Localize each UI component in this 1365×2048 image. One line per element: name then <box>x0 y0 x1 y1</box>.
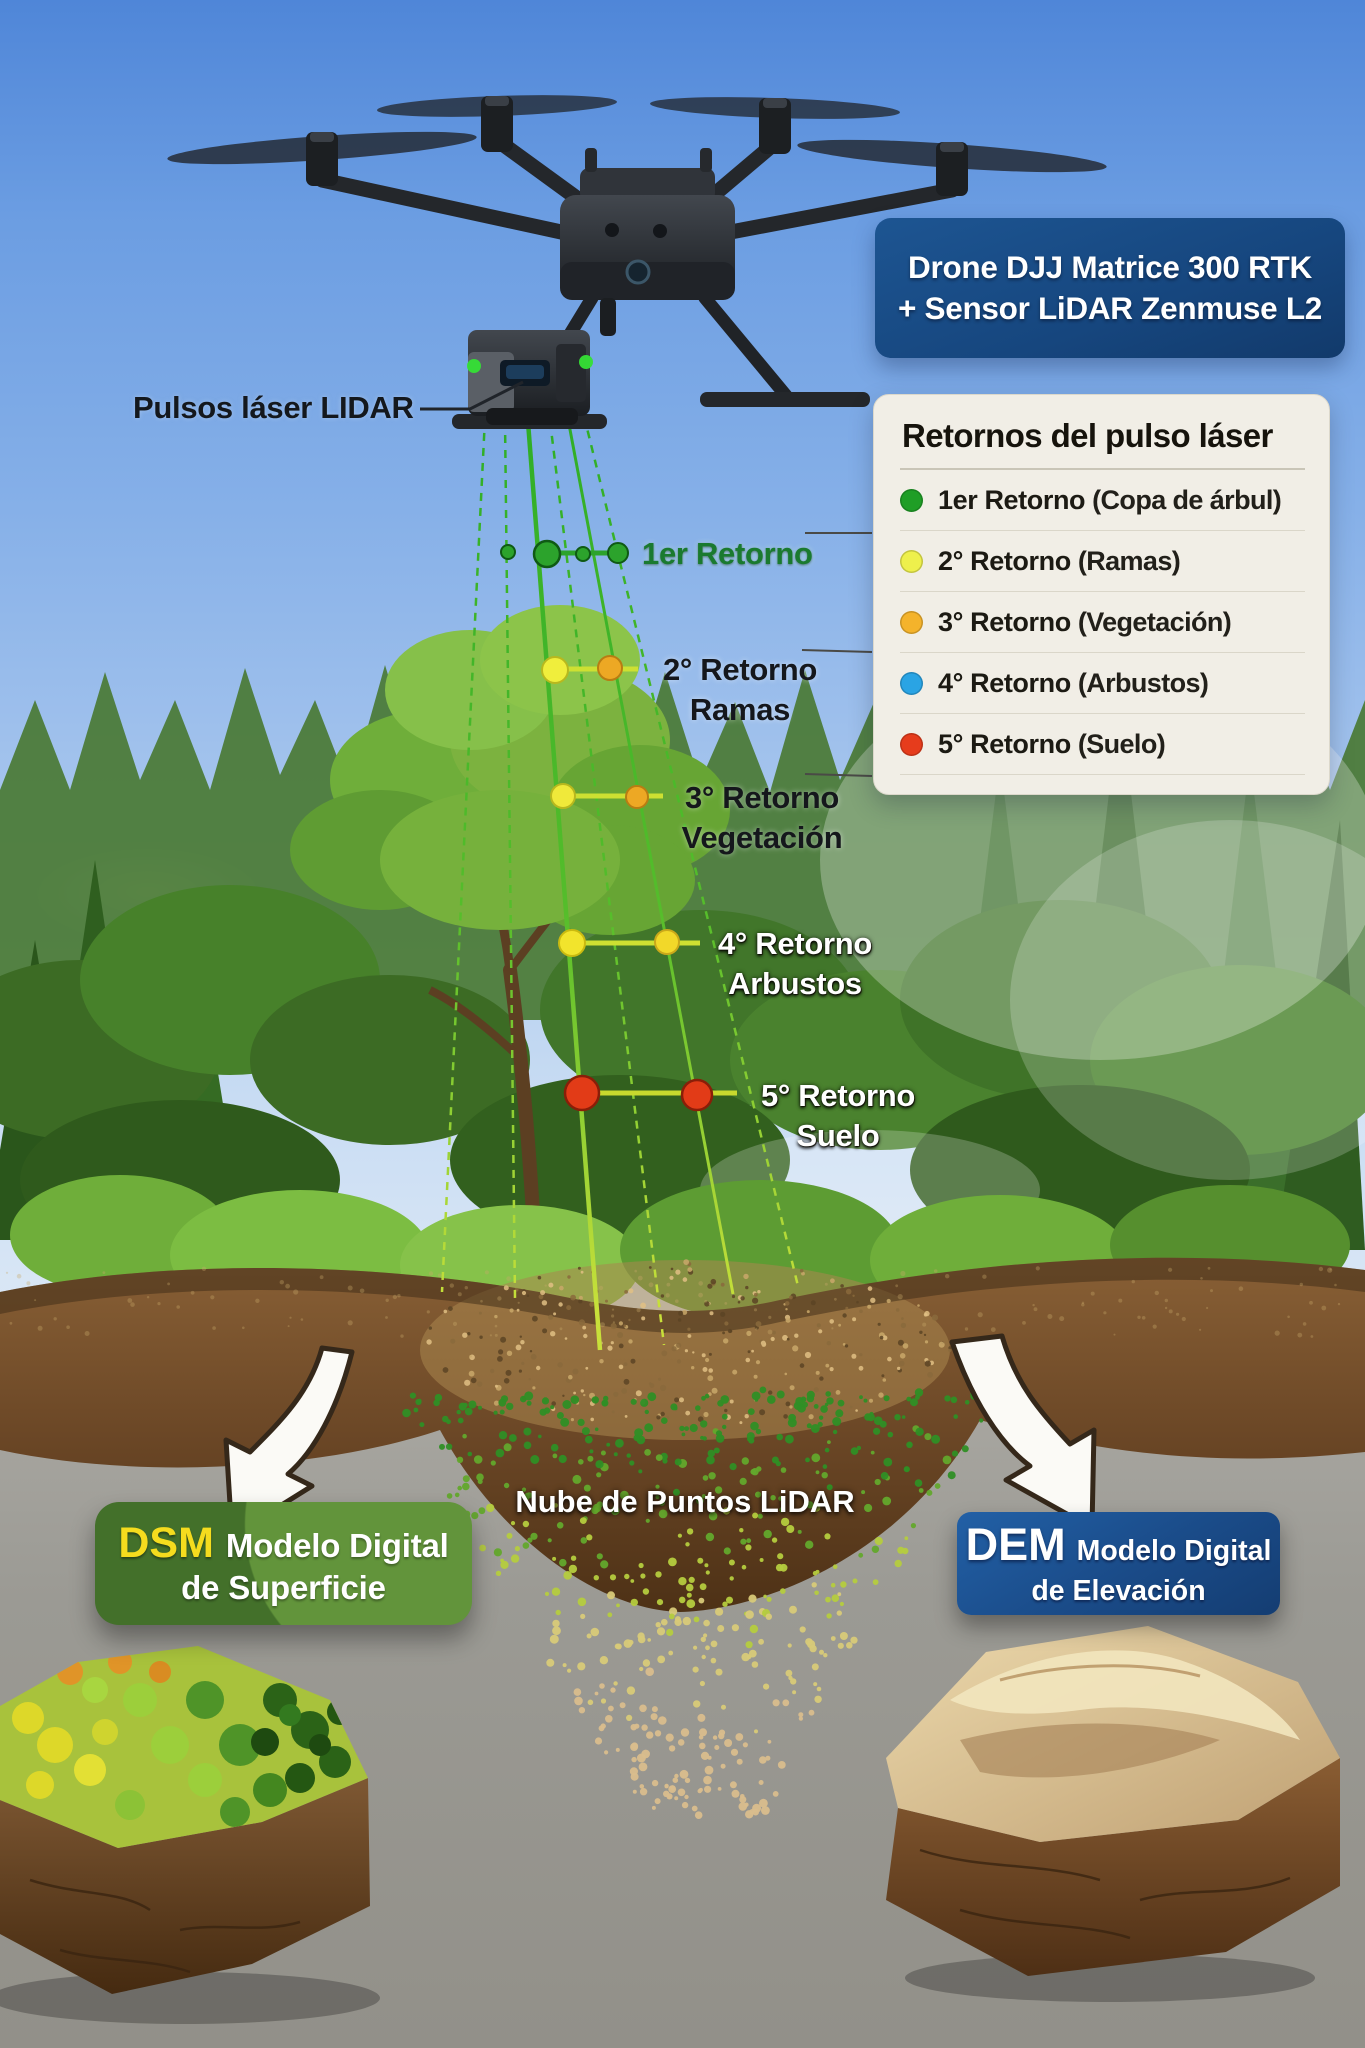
dem-title-line2: de Elevación <box>1031 1574 1206 1607</box>
legend-panel: Retornos del pulso láser 1er Retorno(Cop… <box>873 394 1330 795</box>
return-label-line1: 1er Retorno <box>642 536 813 571</box>
drone-title-line1: Drone DJJ Matrice 300 RTK <box>908 249 1312 285</box>
return-label-line1: 3° Retorno <box>684 780 840 815</box>
green-dot-icon <box>900 488 923 512</box>
legend-item-name: 3° Retorno <box>938 606 1071 637</box>
laser-beams <box>440 415 800 1351</box>
return-label-line1: 4° Retorno <box>717 926 873 961</box>
legend-item-desc: (Suelo) <box>1077 728 1166 759</box>
red-dot-icon <box>900 732 923 756</box>
label-third-return: 3° Retorno Vegetación <box>656 778 868 858</box>
marker-first-return <box>500 539 629 569</box>
legend-item-name: 4° Retorno <box>938 667 1071 698</box>
marker-second-return <box>541 655 638 684</box>
legend-item-fourth-return: 4° Retorno(Arbustos) <box>900 653 1305 714</box>
return-label-line2: Vegetación <box>681 820 843 855</box>
orange-dot-icon <box>900 610 923 634</box>
label-pointer-line <box>420 380 524 411</box>
legend-item-first-return: 1er Retorno(Copa de árbul) <box>900 470 1305 531</box>
legend-item-third-return: 3° Retorno(Vegetación) <box>900 592 1305 653</box>
legend-item-name: 1er Retorno <box>938 484 1086 515</box>
legend-item-name: 2° Retorno <box>938 545 1071 576</box>
legend-divider <box>900 468 1305 470</box>
return-label-line1: 5° Retorno <box>760 1078 916 1113</box>
forest <box>0 605 1365 1325</box>
dem-abbr: DEM <box>965 1518 1066 1570</box>
drone-title-box: Drone DJJ Matrice 300 RTK + Sensor LiDAR… <box>875 218 1345 358</box>
drone <box>167 95 1107 429</box>
return-markers <box>500 532 873 1112</box>
dem-title-line1: Modelo Digital <box>1076 1534 1272 1567</box>
dsm-abbr: DSM <box>118 1519 214 1567</box>
legend-item-desc: (Ramas) <box>1077 545 1181 576</box>
lidar-sensor <box>467 330 593 425</box>
label-first-return: 1er Retorno <box>642 534 813 574</box>
dem-terrain-block <box>886 1626 1340 2002</box>
dsm-terrain-block <box>0 1646 380 2024</box>
blue-dot-icon <box>900 671 923 695</box>
dsm-output-box: DSM Modelo Digital de Superficie <box>95 1502 472 1625</box>
return-label-line1: 2° Retorno <box>662 652 818 687</box>
legend-item-name: 5° Retorno <box>938 728 1071 759</box>
legend-item-second-return: 2° Retorno(Ramas) <box>900 531 1305 592</box>
lidar-point-cloud <box>402 1386 996 1819</box>
dem-output-box: DEM Modelo Digital de Elevación <box>957 1512 1280 1615</box>
sensor-pointer-label: Pulsos láser LIDAR <box>133 390 414 425</box>
legend-title: Retornos del pulso láser <box>902 417 1273 454</box>
label-second-return: 2° Retorno Ramas <box>652 650 828 730</box>
central-tree <box>290 605 730 1275</box>
marker-third-return <box>550 783 663 809</box>
marker-fourth-return <box>558 929 700 957</box>
return-label-line2: Arbustos <box>728 966 862 1001</box>
return-label-line2: Ramas <box>689 692 791 727</box>
legend-item-desc: (Vegetación) <box>1077 606 1232 637</box>
drone-title-line2: + Sensor LiDAR Zenmuse L2 <box>898 290 1322 326</box>
dsm-title-line2: de Superficie <box>181 1569 386 1606</box>
point-cloud-label: Nube de Puntos LiDAR <box>515 1484 855 1519</box>
label-fifth-return: 5° Retorno Suelo <box>742 1076 934 1156</box>
legend-item-desc: (Copa de árbul) <box>1092 484 1282 515</box>
label-fourth-return: 4° Retorno Arbustos <box>702 924 888 1004</box>
dsm-title-line1: Modelo Digital <box>225 1527 449 1564</box>
legend-item-fifth-return: 5° Retorno(Suelo) <box>900 714 1305 775</box>
return-label-line2: Suelo <box>796 1118 880 1153</box>
legend-item-desc: (Arbustos) <box>1077 667 1209 698</box>
yellow-dot-icon <box>900 549 923 573</box>
marker-fifth-return <box>563 1074 737 1112</box>
